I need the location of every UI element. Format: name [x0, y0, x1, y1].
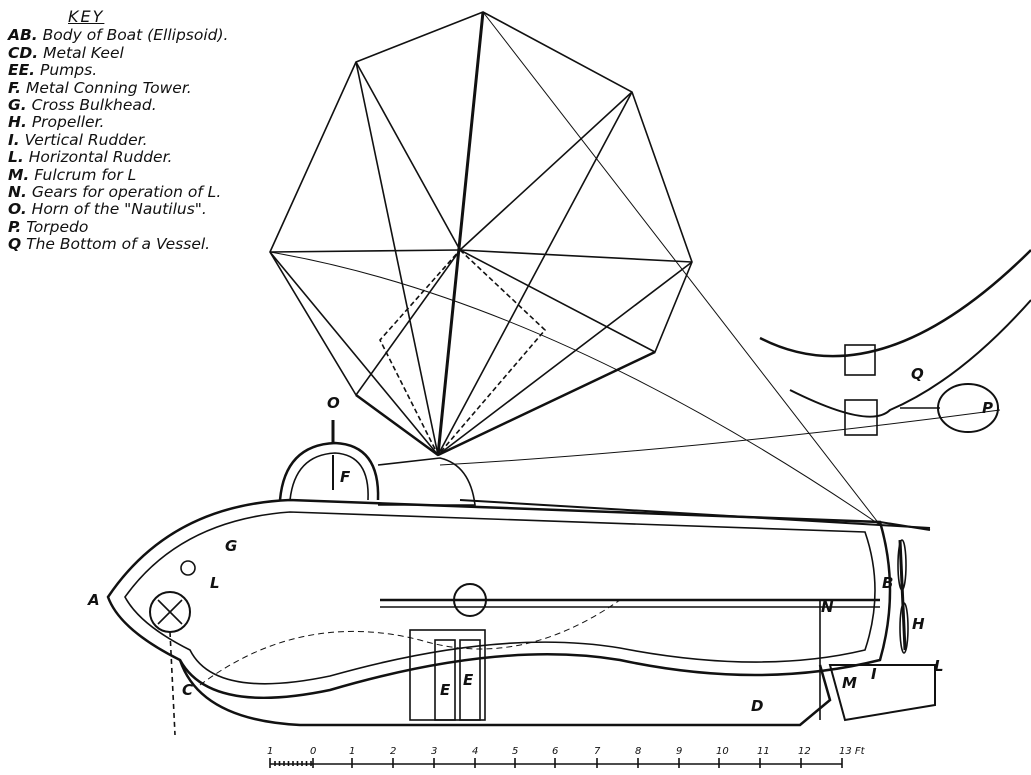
key-item: N. Gears for operation of L. [8, 183, 228, 202]
key-item: L. Horizontal Rudder. [8, 149, 228, 166]
scale-tick-label: 2 [390, 746, 397, 757]
label-O: O [327, 394, 340, 412]
label-D: D [751, 697, 764, 715]
label-C: C [182, 681, 194, 699]
key-item: F. Metal Conning Tower. [8, 78, 228, 97]
scale-tick-label: 6 [552, 746, 559, 757]
key-text: Metal Conning Tower. [26, 78, 192, 97]
scale-bar [269, 758, 843, 768]
key-text: The Bottom of a Vessel. [26, 235, 211, 254]
scale-tick-label: 7 [594, 746, 601, 757]
key-item: M. Fulcrum for L [8, 165, 228, 184]
key-text: Gears for operation of L. [31, 183, 222, 202]
key-code: AB. [8, 26, 38, 45]
key-item: G. Cross Bulkhead. [8, 96, 228, 115]
label-L: L [934, 657, 944, 675]
key-code: G. [8, 96, 27, 115]
scale-tick-label: 1 [267, 746, 274, 757]
key-code: O. [8, 200, 27, 219]
vessel-bottom [759, 249, 1031, 436]
label-A: A [88, 591, 100, 609]
key-code: L. [8, 148, 24, 167]
key-code: P. [8, 217, 22, 236]
sail [269, 11, 1001, 526]
key-code: F. [8, 78, 22, 97]
label-P: P [982, 399, 993, 417]
key-text: Body of Boat (Ellipsoid). [42, 26, 229, 45]
scale-tick-label: 12 [798, 746, 811, 757]
key-text: Fulcrum for L [34, 165, 137, 184]
hull [106, 420, 936, 736]
scale-tick-label: 0 [310, 746, 317, 757]
key-item: EE. Pumps. [8, 62, 228, 79]
label-E1: E [440, 681, 451, 699]
key-text: Horn of the "Nautilus". [31, 200, 207, 219]
scale-tick-label: 5 [512, 746, 519, 757]
key-code: Q [8, 235, 22, 254]
key-text: Cross Bulkhead. [31, 96, 157, 115]
key-title: KEY [68, 7, 105, 26]
label-H: H [912, 615, 925, 633]
key-item: H. Propeller. [8, 114, 228, 131]
key-text: Vertical Rudder. [24, 130, 148, 149]
label-Q: Q [911, 365, 924, 383]
label-E2: E [463, 671, 474, 689]
label-G: G [225, 537, 238, 555]
key-code: N. [8, 183, 27, 202]
key-text: Horizontal Rudder. [28, 148, 173, 167]
key-legend: KEY AB. Body of Boat (Ellipsoid).CD. Met… [8, 8, 228, 254]
key-item: CD. Metal Keel [8, 43, 228, 62]
key-text: Pumps. [40, 61, 98, 80]
scale-tick-label: 8 [635, 746, 642, 757]
scale-tick-label: 9 [676, 746, 683, 757]
key-item: AB. Body of Boat (Ellipsoid). [8, 27, 228, 44]
key-text: Torpedo [26, 217, 89, 236]
key-text: Propeller. [31, 113, 105, 132]
key-item: Q The Bottom of a Vessel. [8, 236, 228, 253]
key-code: M. [8, 165, 30, 184]
key-item: O. Horn of the "Nautilus". [8, 201, 228, 218]
label-N: N [821, 598, 834, 616]
scale-tick-label: 10 [716, 746, 729, 757]
key-code: EE. [8, 61, 36, 80]
label-M: M [842, 674, 857, 692]
scale-tick-label: 1 [349, 746, 356, 757]
label-B: B [882, 574, 894, 592]
key-code: I. [8, 130, 20, 149]
key-code: CD. [8, 43, 39, 62]
scale-tick-label: 13 Ft [839, 746, 865, 757]
scale-tick-label: 4 [472, 746, 479, 757]
key-item: P. Torpedo [8, 217, 228, 236]
label-I: I [871, 665, 877, 683]
label-L-near-G: L [210, 574, 220, 592]
label-F: F [340, 468, 351, 486]
key-item: I. Vertical Rudder. [8, 130, 228, 149]
scale-tick-label: 3 [431, 746, 438, 757]
key-text: Metal Keel [43, 43, 124, 62]
scale-tick-label: 11 [757, 746, 770, 757]
key-code: H. [8, 113, 27, 132]
